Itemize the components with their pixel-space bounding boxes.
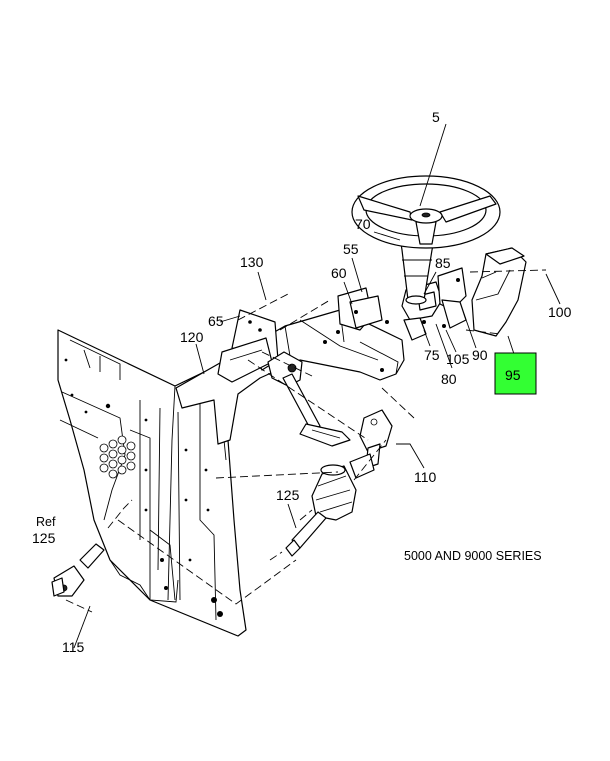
callout-115[interactable]: 115 xyxy=(62,639,85,655)
callout-105[interactable]: 105 xyxy=(446,351,470,367)
callout-60[interactable]: 60 xyxy=(331,265,347,281)
callout-120[interactable]: 120 xyxy=(180,329,204,345)
column-cover xyxy=(471,247,527,337)
callout-100[interactable]: 100 xyxy=(548,304,572,320)
accelerator-pedal xyxy=(267,351,351,447)
lower-shaft xyxy=(51,543,105,597)
series-label: 5000 AND 9000 SERIES xyxy=(404,549,542,563)
callout-95[interactable]: 95 xyxy=(505,367,521,383)
callout-55[interactable]: 55 xyxy=(343,241,359,257)
callout-65[interactable]: 65 xyxy=(208,313,224,329)
callout-80[interactable]: 80 xyxy=(441,371,457,387)
steering-wheel xyxy=(351,175,501,249)
callout-70[interactable]: 70 xyxy=(355,216,371,232)
callout-5[interactable]: 5 xyxy=(432,109,440,125)
callout-ref-label: Ref xyxy=(36,515,56,529)
callout-ref-125[interactable]: 125 xyxy=(32,530,56,546)
callout-110[interactable]: 110 xyxy=(414,469,437,485)
callout-130[interactable]: 130 xyxy=(240,254,264,270)
callout-125[interactable]: 125 xyxy=(276,487,300,503)
callout-75[interactable]: 75 xyxy=(424,347,440,363)
pedal-bracket xyxy=(217,309,279,383)
leader-lines xyxy=(73,123,561,649)
callout-95-highlight[interactable] xyxy=(494,352,537,395)
cab-panel xyxy=(57,329,263,637)
assembly-lines xyxy=(65,269,547,613)
callout-90[interactable]: 90 xyxy=(472,347,488,363)
intermediate-shaft xyxy=(285,511,327,557)
cross-member xyxy=(175,309,405,445)
callout-85[interactable]: 85 xyxy=(435,255,451,271)
steering-seal-boot xyxy=(311,464,357,521)
column-mount xyxy=(337,267,467,341)
callouts: 5 70 55 60 85 100 130 65 120 75 105 90 8… xyxy=(32,109,572,655)
u-joint-upper xyxy=(349,409,393,479)
